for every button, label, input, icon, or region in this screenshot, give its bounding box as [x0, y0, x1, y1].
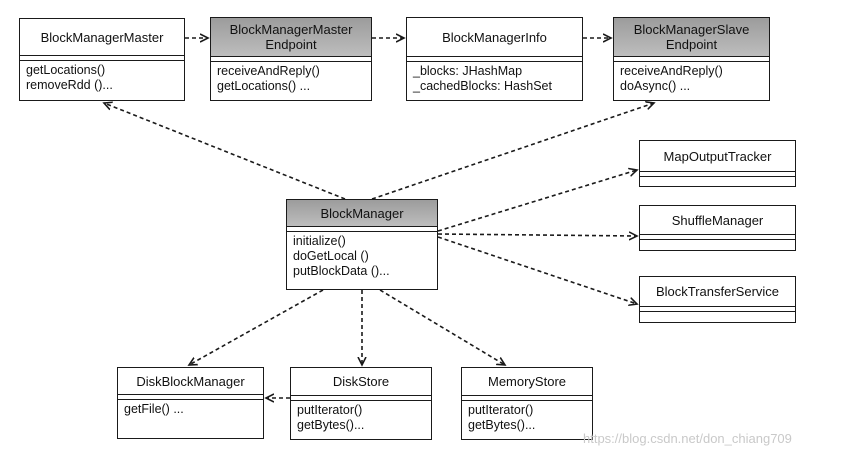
- class-attributes: [287, 227, 437, 232]
- class-method: getBytes()...: [468, 418, 536, 432]
- class-methods: getFile() ...: [118, 400, 263, 419]
- class-block-manager: BlockManager initialize()doGetLocal ()pu…: [286, 199, 438, 290]
- class-name: Endpoint: [265, 37, 317, 52]
- class-title: DiskStore: [291, 368, 431, 396]
- class-methods: putIterator()getBytes()...: [462, 401, 592, 435]
- class-method: removeRdd ()...: [26, 78, 113, 92]
- class-methods: initialize()doGetLocal ()putBlockData ()…: [287, 232, 437, 281]
- class-block-transfer-service: BlockTransferService: [639, 276, 796, 323]
- class-attributes: [20, 56, 184, 61]
- class-attributes: [118, 395, 263, 400]
- class-attributes: [614, 57, 769, 62]
- class-name: BlockManager: [320, 205, 404, 221]
- dependency-arrow-block-manager-to-memory-store: [379, 289, 505, 365]
- class-methods: putIterator()getBytes()...: [291, 401, 431, 435]
- dependency-arrow-block-manager-to-block-manager-master: [104, 103, 346, 200]
- watermark: https://blog.csdn.net/don_chiang709: [583, 431, 792, 446]
- class-name: Endpoint: [665, 37, 718, 52]
- class-disk-block-manager: DiskBlockManager getFile() ...: [117, 367, 264, 439]
- class-method: doAsync() ...: [620, 79, 691, 93]
- dependency-arrow-block-manager-to-map-output-tracker: [437, 170, 637, 232]
- class-attributes: [291, 396, 431, 401]
- class-title: BlockManagerMaster: [20, 19, 184, 56]
- class-name: DiskStore: [332, 374, 390, 389]
- class-name: BlockManagerMaster: [40, 29, 164, 45]
- class-method: receiveAndReply(): [217, 64, 320, 78]
- class-methods: [640, 312, 795, 317]
- dependency-arrow-block-manager-to-disk-block-manager: [189, 289, 324, 365]
- class-title: MemoryStore: [462, 368, 592, 396]
- class-method: getLocations() ...: [217, 79, 311, 93]
- class-method: putIterator(): [468, 403, 534, 417]
- class-attributes: [640, 235, 795, 240]
- class-title: BlockManagerInfo: [407, 18, 582, 57]
- class-method: putBlockData ()...: [293, 264, 390, 278]
- class-title: DiskBlockManager: [118, 368, 263, 395]
- class-methods: [640, 177, 795, 182]
- class-shuffle-manager: ShuffleManager: [639, 205, 796, 251]
- dependency-arrow-block-manager-to-shuffle-manager: [437, 234, 637, 236]
- class-name: BlockManagerInfo: [442, 29, 547, 45]
- class-method: getLocations(): [26, 63, 106, 77]
- class-title: MapOutputTracker: [640, 141, 795, 172]
- class-method: getFile() ...: [124, 402, 184, 416]
- edges-group: [104, 38, 654, 398]
- class-name: BlockTransferService: [655, 284, 780, 299]
- class-methods: _blocks: JHashMap_cachedBlocks: HashSet: [407, 62, 582, 96]
- class-method: _cachedBlocks: HashSet: [413, 79, 552, 93]
- class-methods: getLocations()removeRdd ()...: [20, 61, 184, 95]
- class-title: BlockManager: [287, 200, 437, 227]
- class-map-output-tracker: MapOutputTracker: [639, 140, 796, 187]
- class-attributes: [640, 172, 795, 177]
- class-title: BlockTransferService: [640, 277, 795, 307]
- class-method: putIterator(): [297, 403, 363, 417]
- class-block-manager-info: BlockManagerInfo _blocks: JHashMap_cache…: [406, 17, 583, 101]
- dependency-arrow-block-manager-to-block-transfer-service: [437, 236, 637, 304]
- class-methods: receiveAndReply()getLocations() ...: [211, 62, 371, 96]
- class-name: DiskBlockManager: [136, 373, 245, 389]
- class-name: BlockManagerMaster: [229, 22, 353, 37]
- class-method: getBytes()...: [297, 418, 365, 432]
- class-attributes: [211, 57, 371, 62]
- class-memory-store: MemoryStore putIterator()getBytes()...: [461, 367, 593, 440]
- class-method: receiveAndReply(): [620, 64, 723, 78]
- class-methods: receiveAndReply()doAsync() ...: [614, 62, 769, 96]
- class-disk-store: DiskStore putIterator()getBytes()...: [290, 367, 432, 440]
- dependency-arrow-block-manager-to-block-manager-slave-endpoint: [371, 103, 654, 200]
- class-attributes: [407, 57, 582, 62]
- class-methods: [640, 240, 795, 245]
- class-method: doGetLocal (): [293, 249, 369, 263]
- class-title: ShuffleManager: [640, 206, 795, 235]
- class-method: _blocks: JHashMap: [413, 64, 523, 78]
- class-name: MemoryStore: [487, 374, 567, 389]
- class-method: initialize(): [293, 234, 346, 248]
- class-name: MapOutputTracker: [663, 148, 772, 164]
- class-name: ShuffleManager: [671, 212, 764, 228]
- class-attributes: [462, 396, 592, 401]
- class-name: BlockManagerSlave: [633, 22, 750, 37]
- class-attributes: [640, 307, 795, 312]
- class-block-manager-master: BlockManagerMaster getLocations()removeR…: [19, 18, 185, 101]
